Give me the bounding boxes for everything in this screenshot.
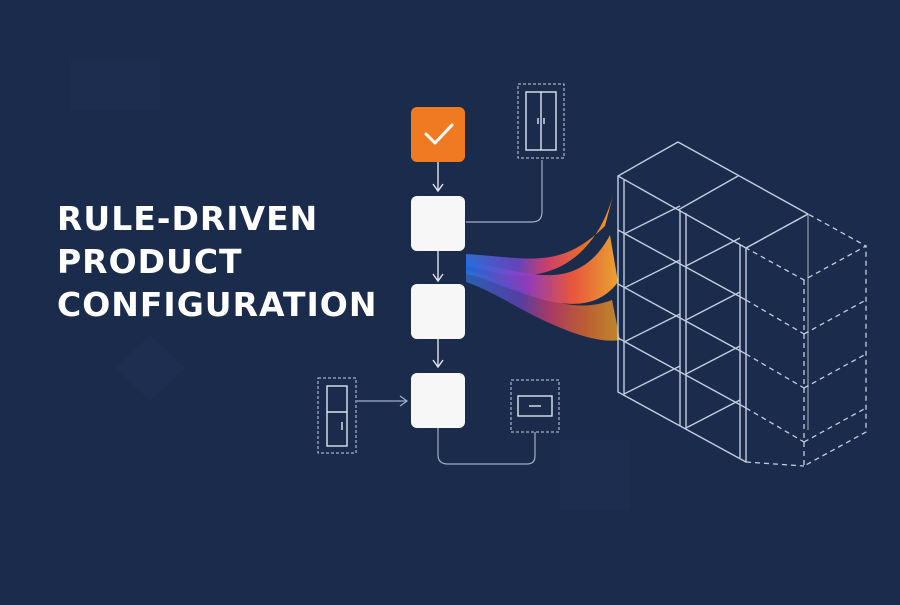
flow-node-1[interactable] (411, 107, 465, 162)
check-icon (424, 123, 454, 145)
flow-node-3[interactable] (411, 284, 465, 339)
tall-cabinet-icon (317, 377, 357, 454)
flow-node-4[interactable] (411, 373, 465, 428)
data-flow-ribbon (466, 188, 620, 341)
wardrobe-icon (517, 83, 565, 159)
headline-line-1: RULE-DRIVEN (57, 199, 319, 238)
headline-line-2: PRODUCT (57, 242, 243, 281)
flow-node-2[interactable] (411, 196, 465, 251)
dashed-extension (744, 213, 868, 468)
drawer-icon (510, 379, 560, 433)
shelving-unit-icon (617, 141, 809, 463)
headline-line-3: CONFIGURATION (57, 285, 378, 324)
background-decoration (70, 60, 630, 510)
flow-connectors (432, 162, 444, 369)
headline: RULE-DRIVEN PRODUCT CONFIGURATION (57, 197, 377, 326)
rule-lines (357, 160, 543, 465)
